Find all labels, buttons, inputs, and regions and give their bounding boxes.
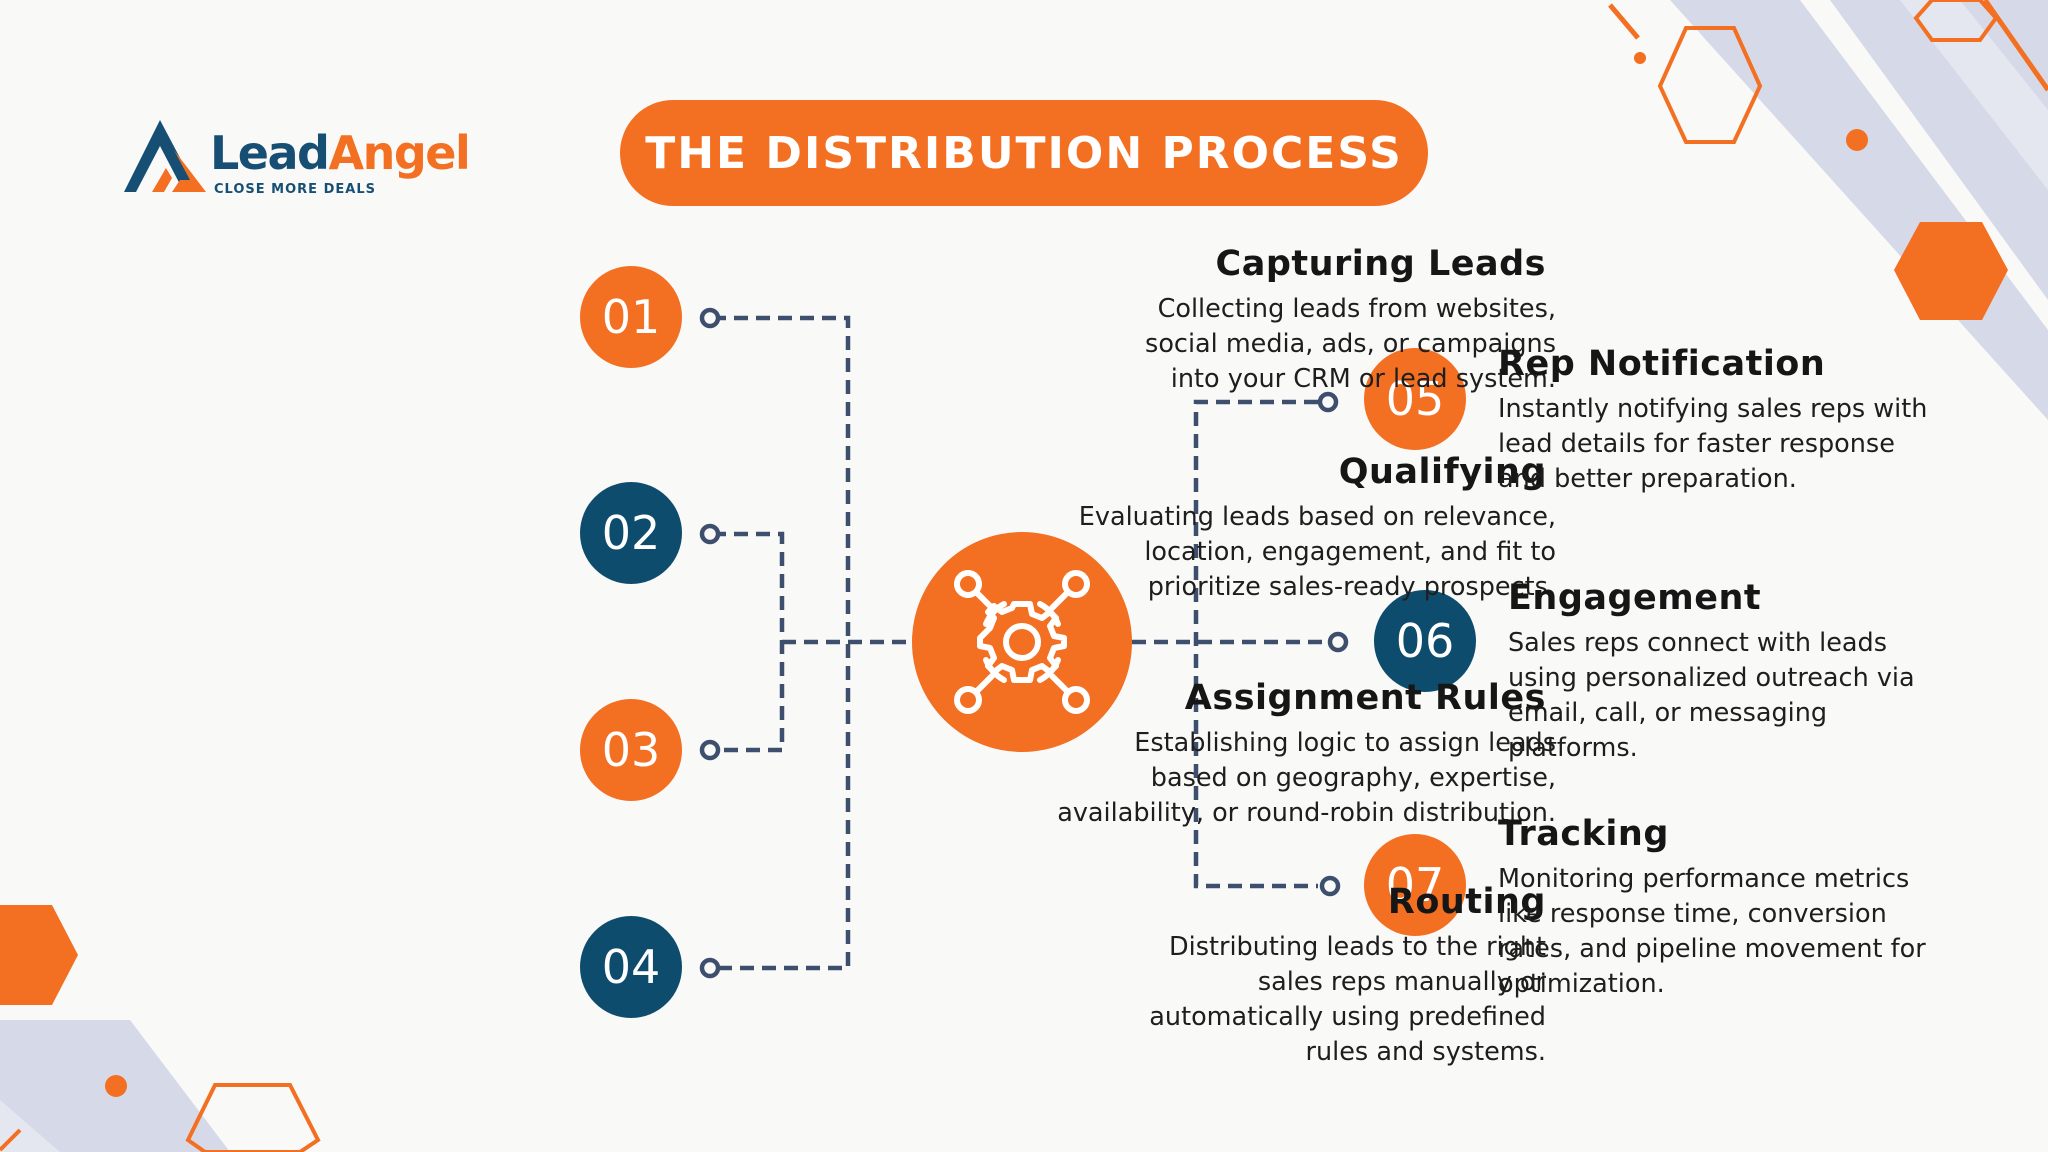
step-number-02: 02 [580, 482, 682, 584]
step-assignment-rules: Assignment Rules Establishing logic to a… [976, 678, 1556, 831]
step-description: Evaluating leads based on relevance,loca… [1078, 502, 1556, 602]
connector-node-05 [1317, 391, 1339, 413]
step-number-07: 07 [1364, 834, 1466, 936]
connector-node-04 [699, 957, 721, 979]
connector-node-03 [699, 739, 721, 761]
step-number-03: 03 [580, 699, 682, 801]
step-number-05: 05 [1364, 348, 1466, 450]
step-title: Engagement [1508, 578, 1762, 618]
gear-network-icon [954, 570, 1090, 714]
connector-node-07 [1319, 875, 1341, 897]
step-engagement: Engagement Sales reps connect with leads… [1508, 578, 2008, 766]
step-title: Tracking [1498, 814, 1669, 854]
step-title: Qualifying [1338, 452, 1546, 492]
step-capturing-leads: Capturing Leads Collecting leads from we… [996, 244, 1556, 397]
connector-node-06 [1327, 631, 1349, 653]
step-title: Assignment Rules [1184, 678, 1546, 718]
step-number-06: 06 [1374, 590, 1476, 692]
logo-mark-icon [124, 120, 206, 192]
step-title: Routing [1387, 882, 1546, 922]
step-title: Capturing Leads [1215, 244, 1546, 284]
central-hub [912, 532, 1132, 752]
logo-wordmark: LeadAngel [210, 126, 471, 180]
connector-node-01 [699, 307, 721, 329]
step-description: Collecting leads from websites,social me… [1145, 294, 1556, 394]
page-title: THE DISTRIBUTION PROCESS [620, 100, 1428, 206]
step-title: Rep Notification [1498, 344, 1826, 384]
step-qualifying: Qualifying Evaluating leads based on rel… [996, 452, 1556, 605]
connector-node-02 [699, 523, 721, 545]
step-number-01: 01 [580, 266, 682, 368]
leadangel-logo: LeadAngel CLOSE MORE DEALS [122, 118, 482, 206]
step-number-04: 04 [580, 916, 682, 1018]
step-rep-notification: Rep Notification Instantly notifying sal… [1498, 344, 1998, 497]
logo-tagline: CLOSE MORE DEALS [214, 182, 376, 197]
